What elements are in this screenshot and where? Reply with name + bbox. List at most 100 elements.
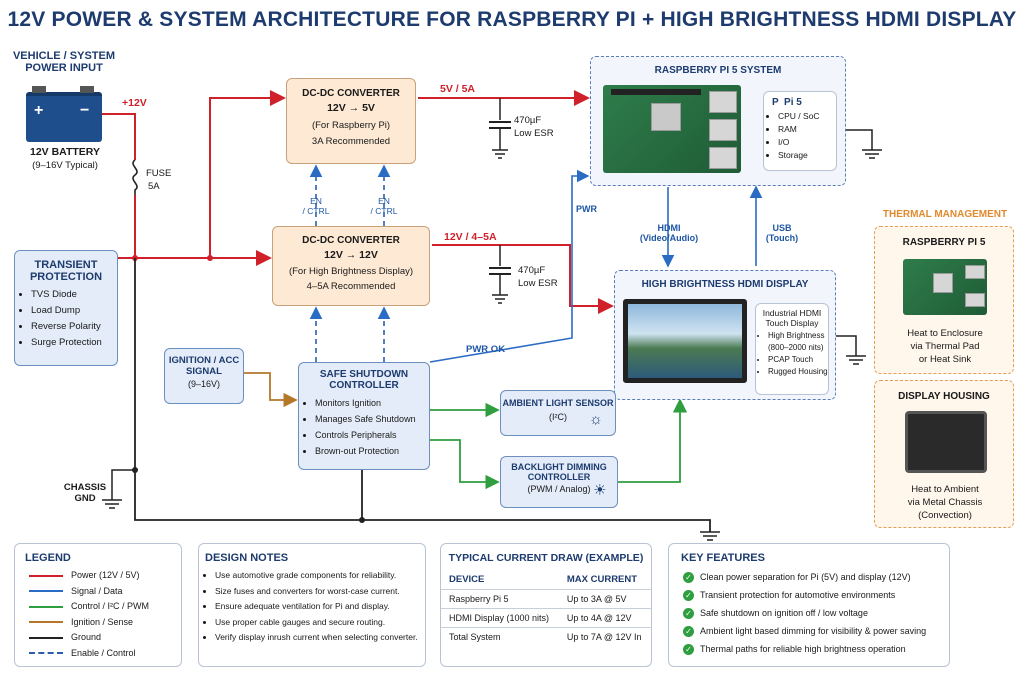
legend-item: Enable / Control [29,646,181,662]
legend-line-swatch [29,652,63,655]
conv2-ratio: 12V → 12V [324,249,378,261]
thermal-pi-title: RASPBERRY PI 5 [902,237,986,248]
pi-badge: P Pi 5 [772,97,802,108]
chassis-gnd-label: CHASSIS GND [63,482,107,504]
cap1-sub: Low ESR [514,128,554,139]
backlight-sub: (PWM / Analog) [527,484,591,494]
list-item: Reverse Polarity [31,319,117,335]
transient-list: TVS Diode Load Dump Reverse Polarity Sur… [15,287,117,351]
table-cell: HDMI Display (1000 nits) [441,608,559,628]
feature-text: Transient protection for automotive envi… [700,590,896,600]
dc-converter-12v: DC-DC CONVERTER 12V → 12V (For High Brig… [272,226,430,306]
feature-text: Safe shutdown on ignition off / low volt… [700,608,868,618]
wire-pwr-ok [429,169,590,363]
cap2-sub: Low ESR [518,278,558,289]
shutdown-list: Monitors Ignition Manages Safe Shutdown … [299,395,429,459]
conv1-ratio: 12V → 5V [327,102,375,114]
shutdown-title: SAFE SHUTDOWN CONTROLLER [319,369,409,391]
conv2-rec: 4–5A Recommended [306,281,396,292]
wire-12v-display [432,244,614,314]
design-notes-panel: DESIGN NOTES Use automotive grade compon… [198,543,426,667]
pwr-label: PWR [576,204,597,214]
table-cell: Raspberry Pi 5 [441,589,559,609]
current-title: TYPICAL CURRENT DRAW (EXAMPLE) [448,552,644,564]
display-spec-list: High Brightness (800–2000 nits) PCAP Tou… [756,330,828,378]
feature-text: Clean power separation for Pi (5V) and d… [700,572,911,582]
usb-label: USB (Touch) [765,223,799,243]
list-item: CPU / SoC [778,110,836,123]
conv2-sub: (For High Brightness Display) [288,266,414,277]
thermal-heading: THERMAL MANAGEMENT [882,209,1008,220]
thermal-pi-box: RASPBERRY PI 5 Heat to Enclosure via The… [874,226,1014,374]
list-item: RAM [778,123,836,136]
pi-title: RASPBERRY PI 5 SYSTEM [654,65,782,76]
legend-item: Ground [29,630,181,646]
legend-label: Signal / Data [71,585,123,596]
fuse-label: FUSE [146,168,172,179]
ignition-title: IGNITION / ACC SIGNAL [168,355,240,377]
battery-title: 12V BATTERY [29,146,100,158]
als-title: AMBIENT LIGHT SENSOR [502,398,614,408]
raspberry-pi-system: RASPBERRY PI 5 SYSTEM P Pi 5 CPU / SoC R… [590,56,846,186]
list-item: Manages Safe Shutdown [315,411,429,427]
conv1-title: DC-DC CONVERTER [302,88,400,99]
display-title: HIGH BRIGHTNESS HDMI DISPLAY [641,279,809,290]
legend-item: Control / I²C / PWM [29,599,181,615]
display-spec-panel: Industrial HDMI Touch Display High Brigh… [755,303,829,395]
list-item: ✓Transient protection for automotive env… [683,586,949,604]
wire-ignition [244,372,298,408]
backlight-title: BACKLIGHT DIMMING CONTROLLER [511,462,607,482]
cap1-value: 470µF [514,115,542,126]
conv1-rec: 3A Recommended [311,136,391,147]
features-title: KEY FEATURES [681,552,765,564]
hdmi-display-box: HIGH BRIGHTNESS HDMI DISPLAY Industrial … [614,270,836,400]
list-item: ✓Thermal paths for reliable high brightn… [683,640,949,658]
list-item: Use proper cable gauges and secure routi… [215,615,425,631]
legend-item: Signal / Data [29,584,181,600]
ambient-light-sensor: AMBIENT LIGHT SENSOR (I²C) ☼ [500,390,616,436]
table-cell: Up to 3A @ 5V [558,589,651,609]
thermal-housing-title: DISPLAY HOUSING [898,391,990,402]
legend-item: Ignition / Sense [29,615,181,631]
page-title: 12V POWER & SYSTEM ARCHITECTURE FOR RASP… [7,8,1017,31]
legend-label: Enable / Control [71,647,136,658]
legend-line-swatch [29,605,63,608]
features-list: ✓ Clean power separation for Pi (5V) and … [683,568,949,658]
cap2-value: 470µF [518,265,546,276]
legend-label: Ground [71,632,102,642]
display-screen-icon [623,299,747,383]
list-item: Load Dump [31,303,117,319]
list-item: Monitors Ignition [315,395,429,411]
list-item: Surge Protection [31,335,117,351]
wire-12v-to-conv1 [209,90,286,258]
conv2-title: DC-DC CONVERTER [302,235,400,246]
table-cell: Total System [449,632,501,642]
table-header: DEVICE [441,570,559,590]
pi-spec-list: CPU / SoC RAM I/O Storage [764,110,836,162]
ignition-sub: (9–16V) [187,379,221,389]
battery-plus: + [34,102,44,119]
battery-minus: − [80,102,90,119]
safe-shutdown-controller: SAFE SHUTDOWN CONTROLLER Monitors Igniti… [298,362,430,470]
pwr-ok-label: PWR OK [466,344,506,355]
display-info-title: Industrial HDMI Touch Display [762,308,822,328]
thermal-pi-text: Heat to Enclosure via Thermal Pad or Hea… [907,328,983,365]
legend-label: Power (12V / 5V) [71,570,140,580]
check-icon: ✓ [683,626,694,638]
battery-sub: (9–16V Typical) [32,160,98,171]
check-icon: ✓ [683,572,694,584]
feature-text: Thermal paths for reliable high brightne… [700,644,906,654]
v12-label: +12V [122,97,147,109]
vehicle-heading: VEHICLE / SYSTEM POWER INPUT [12,50,116,74]
thermal-housing-text: Heat to Ambient via Metal Chassis (Conve… [907,484,983,521]
wire-ground [134,258,711,532]
out-12v-label: 12V / 4–5A [444,231,497,243]
fuse-symbol [132,159,138,195]
list-item: ✓Ambient light based dimming for visibil… [683,622,949,640]
fuse-value: 5A [148,181,160,192]
check-icon: ✓ [683,608,694,620]
legend-line-swatch [29,636,63,639]
